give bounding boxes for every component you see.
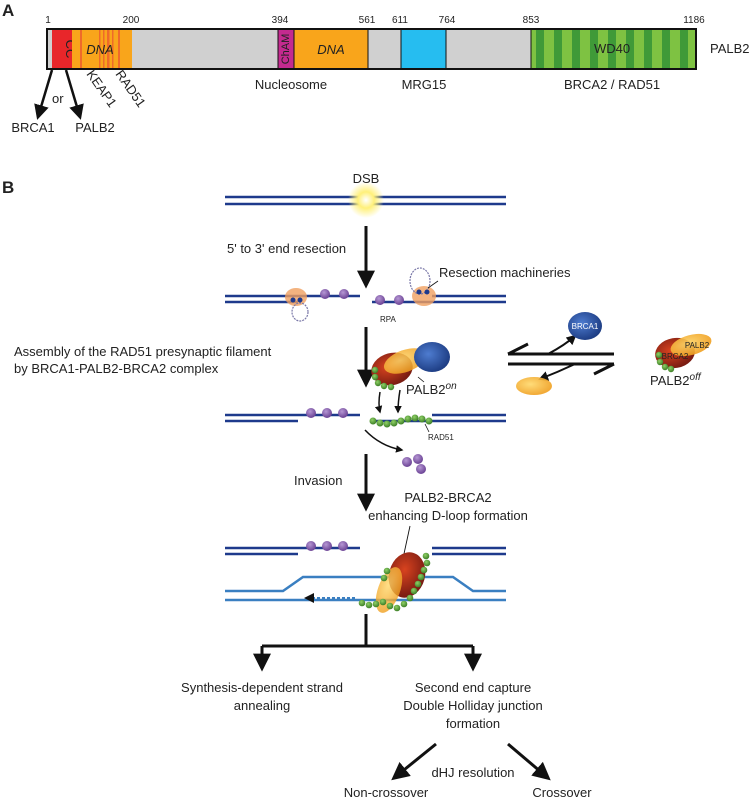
second-end-label-line1: Second end capture [415,680,531,695]
free-brca1-label: BRCA1 [572,322,599,331]
dsb-burst [348,182,384,218]
position-1: 1 [45,15,51,26]
second-end-label-line3: formation [446,716,500,731]
resection-machineries-label: Resection machineries [439,265,571,280]
dna-domain-2-label: DNA [317,42,344,57]
dloop-template-dna [225,575,506,602]
noncrossover-label: Non-crossover [344,785,429,800]
wd40-label: WD40 [594,41,630,56]
assembly-label-line1: Assembly of the RAD51 presynaptic filame… [14,344,272,359]
resection-machinery-left [285,288,309,322]
free-brca1 [568,312,602,340]
rpa-label: RPA [380,315,397,324]
equilibrium-arrows [507,334,615,381]
dloop-complex [358,552,431,613]
panel-b-letter: B [2,178,14,197]
panel-a-letter: A [2,1,14,20]
sdsa-label-line1: Synthesis-dependent strand [181,680,343,695]
complex-on [371,342,450,391]
rpa-proteins-1 [320,289,404,305]
invasion-label: Invasion [294,473,342,488]
second-end-label-line2: Double Holliday junction [403,698,542,713]
assembly-label-line2: by BRCA1-PALB2-BRCA2 complex [14,361,219,376]
resection-machinery-right [409,267,436,306]
palb2-partner-label: PALB2 [75,120,115,135]
nucleosome-label: Nucleosome [255,77,327,92]
complex-off-palb2-label: PALB2 [685,341,710,350]
position-561: 561 [359,15,376,26]
protein-name: PALB2 [710,41,750,56]
arrow-to-crossover [507,742,551,781]
dloop-label-line1: PALB2-BRCA2 [404,490,491,505]
branch-connector [262,614,473,648]
released-rpa [402,454,426,474]
position-1186: 1186 [683,15,705,26]
crossover-label: Crossover [532,785,592,800]
dloop-label-line2: enhancing D-loop formation [368,508,528,523]
brca1-label: BRCA1 [11,120,54,135]
dhj-resolution-label: dHJ resolution [431,765,514,780]
resected-dna [225,294,506,304]
mrg15-domain [400,28,447,70]
free-palb2 [516,377,552,395]
rpa-proteins-3 [306,541,348,551]
arrow-to-noncrossover [391,742,437,781]
complex-off-brca2-label: BRCA2 [662,352,689,361]
wd40-domain [530,28,697,70]
or-label: or [52,91,64,106]
position-394: 394 [272,15,289,26]
brca2-rad51-label: BRCA2 / RAD51 [564,77,660,92]
position-764: 764 [439,15,456,26]
rad51-label: RAD51 [113,67,149,110]
rad51-filament [369,414,433,428]
resection-step-label: 5' to 3' end resection [227,241,346,256]
arrow-to-brca1 [34,69,54,120]
sdsa-label-line2: annealing [234,698,290,713]
palb2-on-label: PALB2on [406,381,457,397]
dna-domain-1-label: DNA [86,42,113,57]
dna-domain-2 [293,28,369,70]
palb2-off-label: PALB2off [650,372,702,388]
rad51-binding-stripes [80,29,120,69]
position-611: 611 [392,15,408,26]
position-ticks: 1 200 394 561 611 764 853 1186 [45,15,705,26]
arrow-to-palb2 [64,69,84,120]
mrg15-label: MRG15 [402,77,447,92]
position-200: 200 [123,15,140,26]
cham-domain-label: ChAM [280,34,292,65]
rad51-label-b: RAD51 [428,433,454,442]
filament-dna [225,413,506,423]
position-853: 853 [523,15,540,26]
dloop-invading-dna [225,546,506,556]
complex-off [655,333,712,373]
cc-domain [52,29,72,69]
dsb-label: DSB [353,171,380,186]
rpa-proteins-2 [306,408,348,418]
